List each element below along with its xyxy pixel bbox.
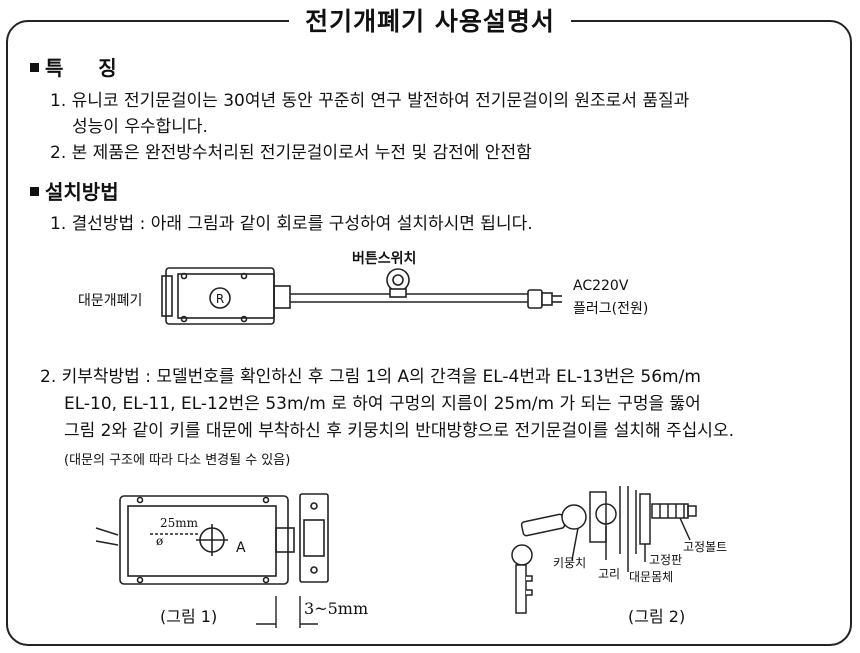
- plug-icon: [527, 289, 562, 309]
- figure2-key-bundle: 키뭉치: [553, 556, 586, 570]
- features-heading: 특 징: [30, 52, 117, 81]
- figure1-strike-plate: [299, 493, 329, 583]
- plug-voltage-label: AC220V: [573, 278, 629, 294]
- figure1-dim-25: 25mm: [160, 516, 199, 530]
- document-title: 전기개폐기 사용설명서: [0, 2, 860, 38]
- feature-line-1b: 성능이 우수합니다.: [72, 117, 208, 137]
- figure2-key-icon: [511, 504, 587, 614]
- figure2-fix-bolt: 고정볼트: [683, 540, 727, 554]
- figure2-door-assembly: [571, 486, 697, 572]
- install-step-2a: 2. 키부착방법 : 모델번호를 확인하신 후 그림 1의 A의 간격을 EL-…: [40, 367, 701, 387]
- install-heading: 설치방법: [30, 176, 119, 205]
- figure1-gap-label: 3~5mm: [304, 599, 368, 618]
- install-step-2b: EL-10, EL-11, EL-12번은 53m/m 로 하여 구멍의 지름이…: [64, 394, 701, 414]
- wire-cable: [290, 282, 528, 303]
- feature-line-2: 2. 본 제품은 완전방수처리된 전기문걸이로서 누전 및 감전에 안전함: [50, 143, 532, 163]
- figure1-point-a: A: [236, 540, 246, 556]
- gap-dimension: [256, 596, 318, 628]
- button-switch-icon: [386, 268, 410, 298]
- feature-line-1: 1. 유니코 전기문걸이는 30여년 동안 꾸준히 연구 발전하여 전기문걸이의…: [50, 91, 690, 111]
- figure1-dim-phi: ø: [156, 534, 163, 548]
- install-note: (대문의 구조에 따라 다소 변경될 수 있음): [64, 453, 291, 468]
- install-step-2c: 그림 2와 같이 키를 대문에 부착하신 후 키뭉치의 반대방향으로 전기문걸이…: [64, 421, 734, 441]
- figure1-caption: (그림 1): [160, 607, 217, 626]
- figure2-ring: 고리: [598, 567, 620, 581]
- figure2-fix-plate: 고정판: [649, 553, 682, 567]
- logo-letter: R: [216, 292, 224, 306]
- install-step-1: 1. 결선방법 : 아래 그림과 같이 회로를 구성하여 설치하시면 됩니다.: [50, 214, 533, 234]
- plug-power-label: 플러그(전원): [573, 301, 649, 317]
- figure2-door-body: 대문몸체: [629, 570, 673, 584]
- figure1-lock-body: [95, 495, 295, 585]
- door-opener-device: [161, 267, 291, 325]
- door-opener-label: 대문개폐기: [78, 293, 143, 309]
- button-switch-label: 버튼스위치: [352, 251, 417, 267]
- figure2-caption: (그림 2): [628, 607, 685, 626]
